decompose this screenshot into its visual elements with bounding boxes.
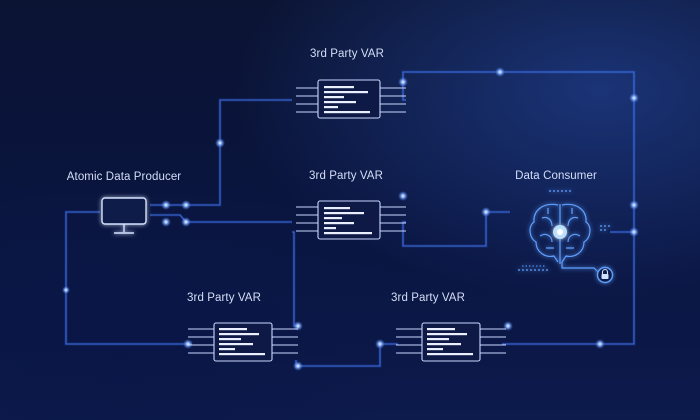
connection-lines [64,70,636,368]
junction-dots [62,67,639,371]
junction-dot [495,67,505,77]
junction-dot [62,286,70,294]
wire-producer-to-var-bottom-left [65,211,192,345]
junction-dot [481,207,491,217]
junction-dot [629,93,639,103]
junction-dot [161,200,171,210]
var-chip-top [296,79,406,119]
wire-var-middle-to-consumer [402,211,510,247]
microchip-icon [324,86,370,114]
label-var-top: 3rd Party VAR [310,48,384,60]
junction-dot [398,191,408,201]
junction-dot [375,339,385,349]
label-atomic-data-producer: Atomic Data Producer [66,171,182,183]
junction-dot [183,339,193,349]
junction-dot [215,138,225,148]
wire-var-top-to-right-rail [402,71,635,205]
brain-circuit-icon [518,190,612,275]
var-chip-bottom-left [188,322,298,362]
wire-var-bottom-right-to-right-rail [502,205,635,345]
microchip-icon [427,328,473,356]
label-data-consumer: Data Consumer [515,170,597,182]
label-var-bottom-right: 3rd Party VAR [391,292,465,304]
junction-dot [181,217,191,227]
microchip-icon [324,207,372,235]
junction-dot [629,227,639,237]
junction-dot [161,217,171,227]
microchip-icon [219,328,265,356]
monitor-icon [101,197,147,234]
lock-icon [596,266,614,284]
junction-dot [181,200,191,210]
junction-dot [293,361,303,371]
label-var-bottom-left: 3rd Party VAR [187,292,261,304]
junction-dot [398,77,408,87]
var-chip-middle [296,200,406,240]
var-chip-bottom-right [396,322,506,362]
junction-dot [629,200,639,210]
junction-dot [595,339,605,349]
label-var-middle: 3rd Party VAR [309,170,383,182]
